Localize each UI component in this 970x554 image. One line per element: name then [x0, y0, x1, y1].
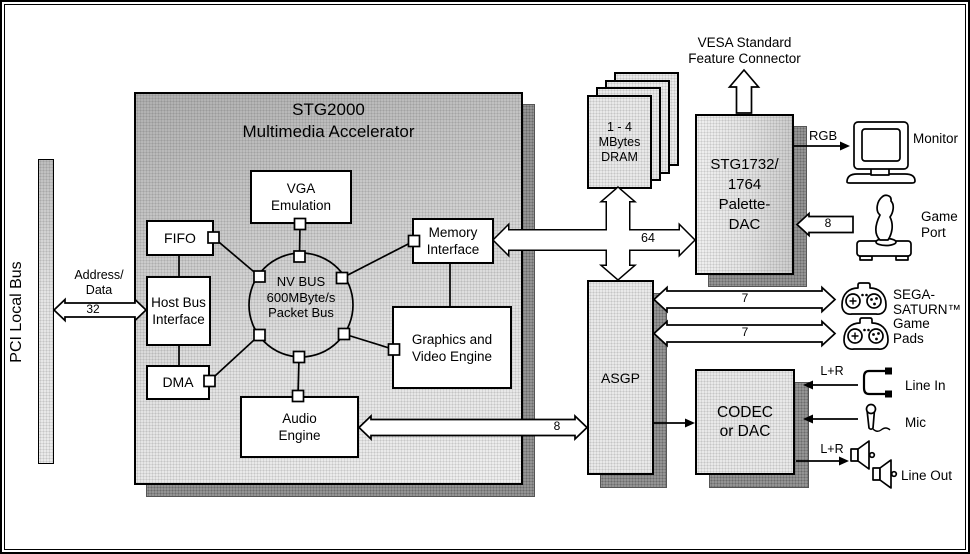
gamepad2-bus-arrow: [652, 319, 837, 348]
vesa-arrow: [727, 68, 761, 114]
gamepad2-bus-width: 7: [741, 325, 749, 339]
address-data-label: Address/ Data: [68, 268, 130, 298]
palette-dac-block: STG1732/ 1764 Palette- DAC: [695, 114, 794, 275]
gamepad-icon: [843, 317, 889, 351]
stg2000-title: STG2000 Multimedia Accelerator: [134, 99, 523, 143]
address-line2: Data: [85, 283, 113, 297]
dram-line3: DRAM: [601, 149, 638, 164]
nvbus-nodes: [203, 217, 421, 403]
pci-bus-width: 32: [86, 302, 100, 316]
asgp-label: ASGP: [601, 369, 640, 386]
pci-bus-label: PCI Local Bus: [8, 261, 25, 363]
gfx-line1: Graphics and: [411, 331, 493, 347]
dac-line3: Palette-: [718, 195, 771, 213]
dram-line1: 1 - 4: [606, 119, 632, 134]
dma-label: DMA: [162, 374, 194, 390]
audio-engine-block: Audio Engine: [240, 396, 359, 458]
audio-line2: Engine: [278, 428, 321, 443]
memory-bus-cross: [491, 186, 697, 281]
nvbus-label: NV BUS 600MByte/s Packet Bus: [251, 274, 351, 321]
nvbus-line2: 600MByte/s: [266, 289, 336, 305]
stg2000-title-line2: Multimedia Accelerator: [242, 122, 415, 141]
dac-line4: DAC: [728, 215, 761, 233]
sega-line2: SATURN™: [893, 301, 962, 317]
rgb-label: RGB: [809, 128, 838, 143]
line-in-label: Line In: [905, 378, 946, 393]
dac-line1: STG1732/: [710, 155, 779, 173]
mem-line1: Memory: [428, 225, 478, 240]
fifo-block: FIFO: [146, 220, 214, 256]
audio-bus-arrow: [357, 414, 589, 441]
gfx-line2: Video Engine: [411, 348, 493, 364]
monitor-icon: [846, 121, 916, 184]
gameport-bus-arrow: [795, 211, 854, 238]
speaker-icon: [872, 459, 898, 489]
game-port-line2: Port: [921, 224, 946, 240]
vesa-line1: VESA Standard: [697, 35, 792, 50]
speaker-icon: [850, 440, 876, 470]
gamepad1-bus-arrow: [652, 285, 837, 314]
audio-line1: Audio: [282, 411, 317, 426]
mem-line2: Interface: [426, 242, 480, 257]
mic-icon: [865, 403, 891, 432]
pci-bus-arrow: [52, 297, 148, 323]
line-out-arrow: [796, 456, 849, 466]
nvbus-line1: NV BUS: [276, 274, 326, 289]
sega-line3: Game: [893, 316, 930, 331]
lr-out-label: L+R: [820, 442, 844, 456]
nvbus-spokes: [178, 223, 451, 397]
game-port-line1: Game: [921, 209, 958, 224]
host-line2: Interface: [152, 312, 205, 327]
gameport-bus-width: 8: [824, 216, 832, 230]
vesa-line2: Feature Connector: [688, 51, 801, 66]
dram-line2: MBytes: [598, 134, 641, 149]
stg2000-title-line1: STG2000: [292, 100, 365, 119]
lr-in-label: L+R: [820, 364, 844, 378]
graphics-video-engine-block: Graphics and Video Engine: [392, 306, 512, 389]
fifo-label: FIFO: [164, 229, 196, 246]
game-port-label: Game Port: [921, 209, 958, 240]
codec-line2: or DAC: [719, 423, 771, 440]
vesa-label: VESA Standard Feature Connector: [657, 35, 832, 67]
host-line1: Host Bus: [151, 295, 206, 310]
sega-line1: SEGA-: [893, 287, 936, 302]
monitor-label: Monitor: [913, 131, 959, 146]
asgp-block: ASGP: [587, 280, 654, 475]
line-in-icon: [862, 367, 892, 398]
vga-line2: Emulation: [270, 198, 332, 213]
rgb-arrow: [794, 141, 850, 151]
line-out-label: Line Out: [901, 468, 953, 483]
host-bus-interface-block: Host Bus Interface: [146, 276, 211, 346]
pci-bus-bar: [38, 159, 54, 464]
mem-bus-width: 64: [641, 231, 655, 245]
dac-line2: 1764: [727, 175, 762, 193]
sega-saturn-label: SEGA- SATURN™ Game Pads: [893, 287, 962, 346]
line-in-arrow: [803, 380, 858, 390]
codec-block: CODEC or DAC: [695, 369, 795, 475]
gamepad1-bus-width: 7: [741, 291, 749, 305]
address-line1: Address/: [74, 268, 124, 282]
dma-block: DMA: [146, 365, 210, 400]
nvbus-line3: Packet Bus: [268, 305, 334, 320]
codec-line1: CODEC: [717, 404, 773, 421]
gamepad-icon: [841, 282, 887, 316]
audio-bus-width: 8: [553, 419, 561, 433]
mic-label: Mic: [905, 415, 926, 430]
asgp-to-codec-arrow: [654, 418, 695, 428]
mic-arrow: [803, 414, 858, 424]
sega-line4: Pads: [893, 330, 924, 346]
dram-block: 1 - 4 MBytes DRAM: [587, 95, 652, 189]
vga-line1: VGA: [286, 181, 316, 196]
joystick-icon: [856, 194, 912, 261]
